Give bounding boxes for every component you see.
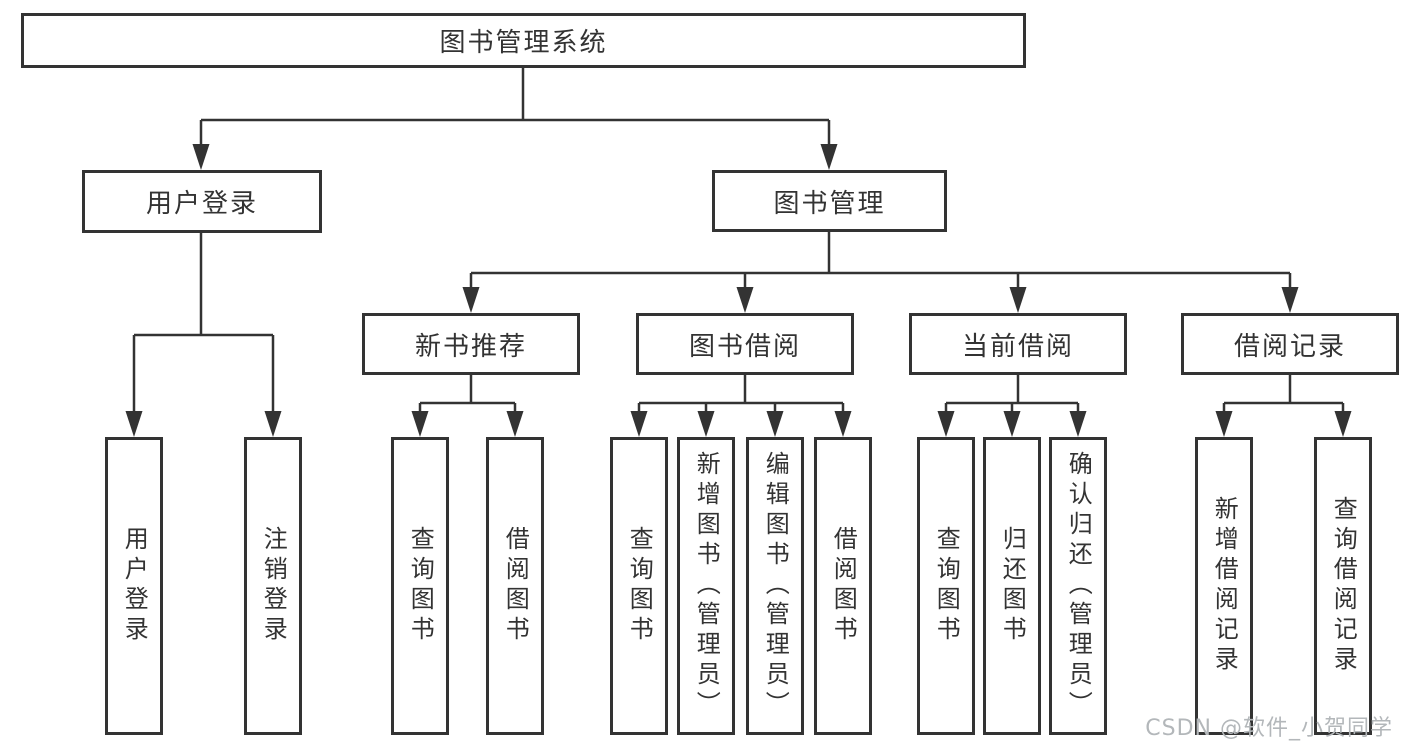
leaf-confirm-return-admin: 确认归还（管理员）: [1049, 437, 1107, 735]
leaf-label: 新增借阅记录: [1210, 496, 1239, 676]
node-label: 图书借阅: [688, 331, 801, 362]
node-book-borrowing: 图书借阅: [636, 313, 854, 375]
node-book-management: 图书管理: [712, 170, 947, 232]
leaf-add-borrow-record: 新增借阅记录: [1195, 437, 1253, 735]
leaf-borrow-books-borrowing: 借阅图书: [814, 437, 872, 735]
node-root-system: 图书管理系统: [21, 13, 1026, 68]
node-label: 新书推荐: [414, 331, 527, 362]
node-label: 图书管理系统: [439, 28, 608, 58]
leaf-label: 注销登录: [259, 526, 288, 646]
leaf-user-login: 用户登录: [105, 437, 163, 735]
arrowheads: [125, 144, 1352, 437]
node-borrowing-records: 借阅记录: [1181, 313, 1399, 375]
leaf-query-books-recommend: 查询图书: [391, 437, 449, 735]
node-current-borrowing: 当前借阅: [909, 313, 1127, 375]
node-label: 借阅记录: [1233, 331, 1346, 362]
leaf-label: 编辑图书（管理员）: [761, 451, 790, 721]
node-label: 当前借阅: [961, 331, 1074, 362]
leaf-query-books-borrowing: 查询图书: [610, 437, 668, 735]
watermark: CSDN @软件_小贺同学: [1145, 716, 1393, 741]
leaf-query-borrow-record: 查询借阅记录: [1314, 437, 1372, 735]
node-user-login: 用户登录: [82, 170, 322, 233]
leaf-label: 借阅图书: [501, 526, 530, 646]
leaf-label: 借阅图书: [829, 526, 858, 646]
leaf-add-book-admin: 新增图书（管理员）: [677, 437, 735, 735]
leaf-label: 用户登录: [120, 526, 149, 646]
leaf-edit-book-admin: 编辑图书（管理员）: [746, 437, 804, 735]
leaf-label: 新增图书（管理员）: [692, 451, 721, 721]
leaf-query-books-current: 查询图书: [917, 437, 975, 735]
node-label: 图书管理: [773, 188, 886, 219]
leaf-label: 查询图书: [932, 526, 961, 646]
node-new-book-recommend: 新书推荐: [362, 313, 580, 375]
leaf-label: 查询借阅记录: [1329, 496, 1358, 676]
leaf-label: 查询图书: [625, 526, 654, 646]
leaf-label: 确认归还（管理员）: [1064, 451, 1093, 721]
leaf-label: 查询图书: [406, 526, 435, 646]
leaf-logout: 注销登录: [244, 437, 302, 735]
leaf-return-book: 归还图书: [983, 437, 1041, 735]
leaf-label: 归还图书: [998, 526, 1027, 646]
leaf-borrow-books-recommend: 借阅图书: [486, 437, 544, 735]
node-label: 用户登录: [145, 189, 258, 219]
